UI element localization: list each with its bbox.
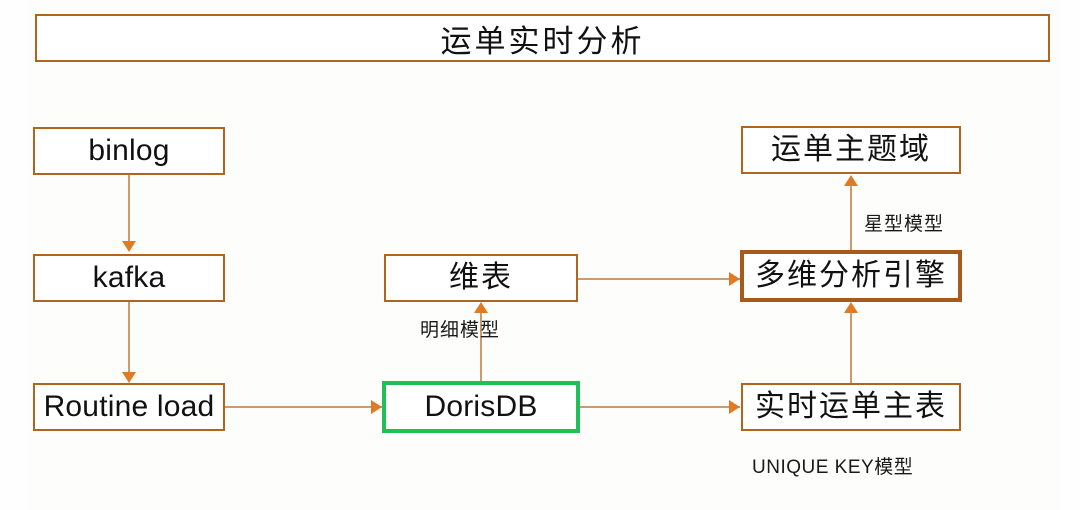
- connector-olap-engine-to-subject-domain: [850, 186, 852, 250]
- diagram-title-banner: 运单实时分析: [35, 14, 1050, 62]
- node-subject-domain-label: 运单主题域: [771, 133, 931, 166]
- node-dorisdb[interactable]: DorisDB: [382, 381, 580, 433]
- connector-dorisdb-to-realtime-main-table: [580, 406, 740, 408]
- connector-routine-load-to-dorisdb: [225, 406, 382, 408]
- arrowhead-dimension-table-to-olap-engine: [729, 272, 740, 286]
- edge-label-unique-key-model: UNIQUE KEY模型: [752, 457, 914, 478]
- node-olap-engine[interactable]: 多维分析引擎: [740, 250, 962, 302]
- arrowhead-binlog-to-kafka: [122, 241, 136, 252]
- arrowhead-kafka-to-routine-load: [122, 372, 136, 383]
- arrowhead-dorisdb-to-dimension-table: [474, 302, 488, 313]
- node-realtime-main-table[interactable]: 实时运单主表: [741, 383, 961, 431]
- connector-dimension-table-to-olap-engine: [578, 278, 740, 280]
- page-title: 运单实时分析: [440, 23, 645, 59]
- node-dimension-table[interactable]: 维表: [384, 254, 578, 302]
- edge-label-star-model: 星型模型: [864, 214, 945, 235]
- node-routine-load-label: Routine load: [43, 390, 215, 423]
- arrowhead-routine-load-to-dorisdb: [371, 400, 382, 414]
- connector-binlog-to-kafka: [128, 175, 130, 243]
- node-dorisdb-label: DorisDB: [424, 390, 538, 423]
- node-binlog[interactable]: binlog: [33, 127, 225, 175]
- edge-label-detail-model: 明细模型: [420, 320, 501, 341]
- node-olap-engine-label: 多维分析引擎: [755, 259, 947, 292]
- node-kafka[interactable]: kafka: [33, 254, 225, 302]
- connector-dorisdb-to-dimension-table: [480, 313, 482, 383]
- connector-kafka-to-routine-load: [128, 302, 130, 374]
- node-routine-load[interactable]: Routine load: [33, 383, 225, 431]
- arrowhead-realtime-main-table-to-olap-engine: [844, 302, 858, 313]
- node-realtime-main-table-label: 实时运单主表: [755, 390, 947, 423]
- node-kafka-label: kafka: [92, 261, 166, 294]
- arrowhead-olap-engine-to-subject-domain: [844, 175, 858, 186]
- node-subject-domain[interactable]: 运单主题域: [741, 126, 961, 174]
- node-binlog-label: binlog: [88, 134, 170, 167]
- connector-realtime-main-table-to-olap-engine: [850, 313, 852, 383]
- arrowhead-dorisdb-to-realtime-main-table: [729, 400, 740, 414]
- node-dimension-table-label: 维表: [449, 261, 513, 294]
